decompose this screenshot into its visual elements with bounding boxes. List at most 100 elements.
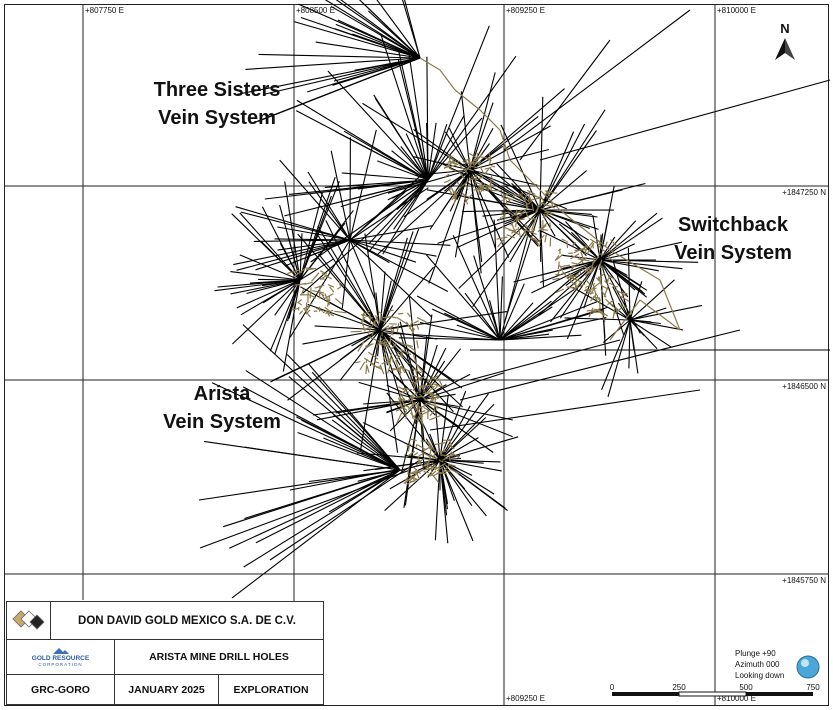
working-segment bbox=[418, 384, 431, 387]
working-segment bbox=[329, 286, 335, 293]
drill-hole-trace bbox=[261, 206, 301, 281]
working-segment bbox=[416, 363, 424, 374]
working-segment bbox=[511, 222, 517, 235]
drill-hole-trace bbox=[327, 70, 429, 181]
working-segment bbox=[396, 323, 400, 333]
project-code: GRC-GORO bbox=[7, 675, 115, 704]
drill-hole-trace bbox=[539, 79, 831, 161]
working-segment bbox=[449, 467, 459, 475]
working-segment bbox=[571, 262, 577, 265]
working-segment bbox=[433, 398, 436, 411]
drill-hole-trace bbox=[398, 337, 501, 341]
working-segment bbox=[416, 317, 427, 323]
working-segment bbox=[381, 358, 392, 365]
drill-hole-trace bbox=[539, 123, 586, 211]
working-segment bbox=[443, 164, 457, 169]
working-segment bbox=[537, 222, 548, 233]
drill-hole-trace bbox=[239, 212, 301, 281]
drift-segment bbox=[454, 89, 481, 111]
drill-hole-trace bbox=[629, 319, 684, 331]
working-segment bbox=[444, 173, 450, 178]
working-segment bbox=[413, 409, 419, 418]
drill-hole-trace bbox=[627, 247, 631, 321]
drill-hole-trace bbox=[329, 301, 381, 331]
drill-hole-trace bbox=[379, 266, 435, 331]
working-segment bbox=[419, 393, 428, 402]
working-segment bbox=[446, 162, 450, 165]
working-segment bbox=[338, 281, 341, 287]
drill-hole-trace bbox=[349, 129, 377, 241]
working-segment bbox=[519, 206, 529, 217]
working-segment bbox=[434, 442, 446, 446]
drill-hole-trace bbox=[399, 321, 421, 401]
working-segment bbox=[543, 213, 550, 219]
working-segment bbox=[383, 320, 388, 324]
working-segment bbox=[566, 240, 569, 249]
working-segment bbox=[314, 284, 325, 289]
drill-hole-trace bbox=[245, 57, 421, 70]
working-segment bbox=[576, 257, 588, 266]
drill-hole-trace bbox=[439, 459, 484, 464]
drill-hole-trace bbox=[417, 459, 441, 471]
working-segment bbox=[499, 216, 502, 221]
drill-hole-trace bbox=[628, 319, 631, 369]
working-segment bbox=[480, 182, 486, 193]
drill-hole-trace bbox=[439, 436, 519, 461]
working-segment bbox=[386, 325, 394, 330]
working-segment bbox=[414, 375, 426, 384]
working-segment bbox=[334, 310, 347, 314]
working-segment bbox=[391, 342, 397, 349]
drill-hole-trace bbox=[426, 56, 429, 181]
map-title: ARISTA MINE DRILL HOLES bbox=[149, 651, 289, 663]
drill-hole-trace bbox=[297, 233, 381, 331]
drill-hole-trace bbox=[416, 295, 501, 341]
scale-tick: 0 bbox=[610, 683, 615, 692]
working-segment bbox=[398, 386, 410, 393]
drill-hole-trace bbox=[299, 258, 334, 281]
drill-hole-trace bbox=[245, 370, 401, 471]
drill-hole-trace bbox=[409, 395, 441, 461]
working-segment bbox=[443, 447, 445, 452]
working-segment bbox=[572, 275, 577, 278]
working-segment bbox=[478, 171, 482, 175]
working-segment bbox=[413, 466, 421, 475]
drill-hole-trace bbox=[296, 99, 429, 181]
working-segment bbox=[365, 365, 368, 375]
drill-hole-trace bbox=[452, 235, 501, 341]
drill-hole-trace bbox=[379, 271, 386, 331]
working-segment bbox=[478, 186, 480, 195]
drill-hole-trace bbox=[499, 322, 556, 341]
drill-hole-trace bbox=[341, 172, 429, 181]
working-segment bbox=[431, 376, 438, 381]
working-segment bbox=[406, 312, 411, 318]
working-segment bbox=[538, 234, 545, 242]
working-segment bbox=[466, 167, 474, 172]
drill-hole-trace bbox=[299, 180, 340, 281]
coordinate-grid bbox=[5, 5, 828, 705]
drill-hole-trace bbox=[369, 329, 381, 367]
working-segment bbox=[421, 451, 430, 457]
working-segment bbox=[405, 450, 415, 458]
drill-hole-trace bbox=[367, 179, 429, 253]
drill-hole-trace bbox=[449, 169, 471, 212]
scale-tick: 250 bbox=[672, 683, 686, 692]
working-segment bbox=[297, 298, 303, 304]
working-segment bbox=[396, 316, 408, 325]
working-segment bbox=[448, 154, 452, 166]
drift-segment bbox=[419, 57, 441, 71]
working-segment bbox=[414, 368, 418, 375]
drill-hole-trace bbox=[425, 254, 501, 341]
drill-hole-trace bbox=[539, 170, 587, 211]
working-segment bbox=[428, 381, 434, 388]
working-segment bbox=[423, 471, 429, 474]
drill-hole-trace bbox=[599, 259, 625, 335]
working-segment bbox=[605, 298, 615, 308]
working-segment bbox=[423, 446, 431, 452]
working-segment bbox=[586, 309, 596, 312]
region-label-arista: Vein System bbox=[163, 411, 281, 433]
working-segment bbox=[474, 174, 478, 181]
working-segment bbox=[526, 189, 536, 195]
drill-hole-trace bbox=[349, 239, 376, 300]
working-segment bbox=[613, 307, 622, 315]
working-segment bbox=[319, 270, 328, 275]
